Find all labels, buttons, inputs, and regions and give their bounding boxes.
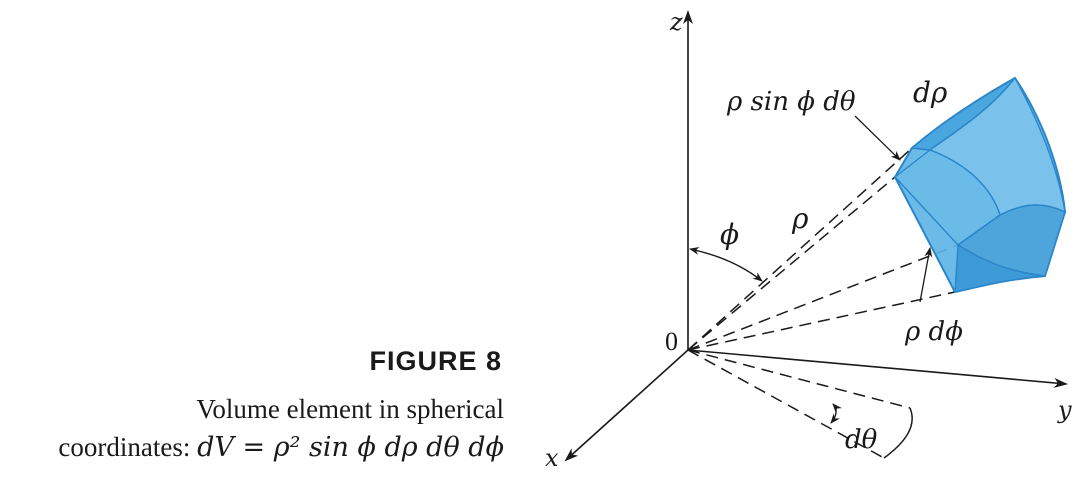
- rho-dphi-label: ρ dϕ: [904, 317, 963, 347]
- x-axis-label: x: [545, 444, 559, 472]
- volume-element: [893, 76, 1067, 294]
- z-axis-label: z: [669, 8, 683, 36]
- y-axis-label: y: [1057, 396, 1072, 424]
- figure-title: FIGURE 8: [369, 346, 502, 376]
- caption-line-1: Volume element in spherical: [196, 394, 504, 424]
- rho-label: ρ: [791, 202, 809, 235]
- rho-sin-phi-dtheta-label: ρ sin ϕ dθ: [726, 87, 856, 117]
- x-axis: [564, 349, 689, 462]
- rho-rays: [687, 147, 959, 351]
- phi-arc: [689, 246, 763, 282]
- phi-label: ϕ: [720, 218, 739, 251]
- caption-line-2: coordinates: dV = ρ² sin ϕ dρ dθ dϕ: [58, 432, 504, 463]
- volume-formula: dV = ρ² sin ϕ dρ dθ dϕ: [197, 432, 504, 463]
- rho-sin-phi-dtheta-arrow: [854, 115, 901, 161]
- d-theta-label: dθ: [845, 425, 878, 455]
- origin-label: 0: [665, 327, 678, 356]
- dtheta-wedge: [687, 349, 911, 459]
- rho-dphi-arrow: [919, 247, 933, 303]
- dtheta-wedge-arc: [883, 407, 913, 459]
- y-axis: [687, 349, 1068, 388]
- d-rho-label: dρ: [913, 76, 948, 109]
- caption-line-2-prefix: coordinates:: [58, 432, 198, 462]
- dtheta-arc-arrow: [830, 403, 842, 424]
